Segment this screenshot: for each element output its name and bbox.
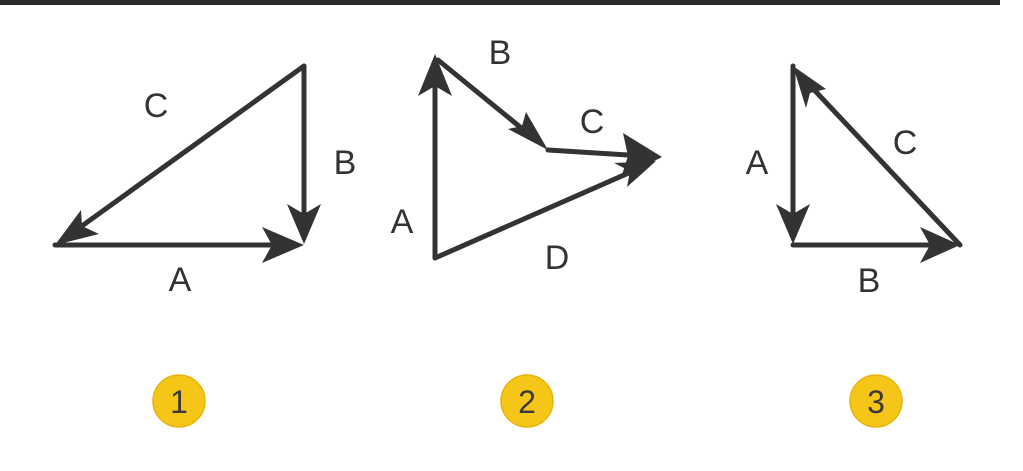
diagram-1-label-c: C — [144, 87, 169, 125]
diagram-3-label-c: C — [893, 124, 918, 162]
diagram-2-vector-a — [418, 54, 452, 261]
arrowhead-icon — [508, 112, 548, 150]
diagram-2: A B C D — [391, 34, 662, 277]
diagram-2-number-badge: 2 — [500, 374, 554, 428]
top-divider-bar — [0, 0, 1000, 5]
arrowhead-icon — [793, 66, 826, 108]
diagram-3-vector-c — [793, 66, 963, 248]
diagram-1-label-a: A — [169, 261, 192, 299]
diagram-2-label-d: D — [545, 239, 570, 277]
arrowhead-icon — [418, 54, 452, 96]
diagram-2-label-c: C — [580, 103, 605, 141]
diagram-2-label-b: B — [489, 34, 512, 72]
diagram-3-number: 3 — [867, 384, 885, 420]
arrowhead-icon — [776, 204, 810, 244]
diagram-3-label-b: B — [858, 262, 881, 300]
diagram-3-number-badge: 3 — [849, 374, 903, 428]
diagram-1-number-badge: 1 — [152, 374, 206, 428]
diagram-3-vector-a — [776, 63, 810, 244]
diagram-2-number: 2 — [518, 384, 536, 420]
diagram-1-vector-c — [55, 63, 307, 245]
diagram-2-vector-b — [435, 57, 548, 150]
diagram-3-vector-b — [790, 227, 960, 263]
arrowhead-icon — [614, 161, 656, 187]
diagram-1-label-b: B — [334, 144, 357, 182]
arrowhead-icon — [287, 204, 321, 244]
diagram-3: A B C — [746, 63, 963, 300]
diagram-1-number: 1 — [170, 384, 188, 420]
diagram-2-label-a: A — [391, 203, 414, 241]
diagram-1-vector-a — [52, 227, 304, 263]
diagram-1: A B C — [52, 63, 357, 299]
diagram-2-vector-c — [545, 133, 662, 178]
arrowhead-icon — [262, 227, 304, 263]
arrowhead-icon — [920, 227, 960, 263]
diagram-1-vector-b — [287, 63, 321, 244]
diagram-3-label-a: A — [746, 144, 769, 182]
diagram-2-vector-d — [432, 161, 656, 261]
arrowhead-icon — [55, 210, 99, 245]
